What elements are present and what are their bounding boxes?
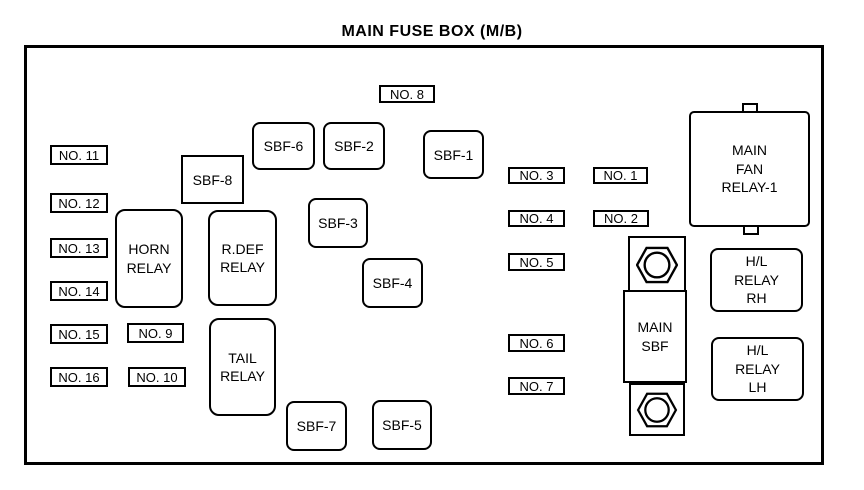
fuse-label-no-10: NO. 10: [128, 367, 186, 387]
fuse-label-no-13: NO. 13: [50, 238, 108, 258]
fuse-label-no-7: NO. 7: [508, 377, 565, 395]
main-sbf-top-terminal: [628, 236, 686, 293]
fuse-label-no-14: NO. 14: [50, 281, 108, 301]
sbf-7-fuse: SBF-7: [286, 401, 347, 451]
fuse-label-no-1: NO. 1: [593, 167, 648, 184]
fuse-label-no-8: NO. 8: [379, 85, 435, 103]
fuse-label-no-3: NO. 3: [508, 167, 565, 184]
fuse-label-no-9: NO. 9: [127, 323, 184, 343]
main-fan-relay-1: MAIN FAN RELAY-1: [689, 111, 810, 227]
sbf-4-fuse: SBF-4: [362, 258, 423, 308]
tail-relay: TAIL RELAY: [209, 318, 276, 416]
main-sbf-bottom-terminal: [629, 383, 685, 436]
fuse-label-no-16: NO. 16: [50, 367, 108, 387]
sbf-3-fuse: SBF-3: [308, 198, 368, 248]
horn-relay: HORN RELAY: [115, 209, 183, 308]
diagram-title: MAIN FUSE BOX (M/B): [341, 23, 523, 40]
fuse-label-no-12: NO. 12: [50, 193, 108, 213]
fuse-label-no-6: NO. 6: [508, 334, 565, 352]
fuse-label-no-5: NO. 5: [508, 253, 565, 271]
sbf-1-fuse: SBF-1: [423, 130, 484, 179]
fuse-label-no-2: NO. 2: [593, 210, 649, 227]
fuse-label-no-15: NO. 15: [50, 324, 108, 344]
hex-nut-icon: [636, 246, 678, 284]
main-sbf: MAIN SBF: [623, 290, 687, 383]
hex-nut-icon: [636, 392, 678, 428]
headlight-relay-rh: H/L RELAY RH: [710, 248, 803, 312]
sbf-8-fuse: SBF-8: [181, 155, 244, 204]
fuse-label-no-11: NO. 11: [50, 145, 108, 165]
headlight-relay-lh: H/L RELAY LH: [711, 337, 804, 401]
sbf-2-fuse: SBF-2: [323, 122, 385, 170]
sbf-5-fuse: SBF-5: [372, 400, 432, 450]
rear-defogger-relay: R.DEF RELAY: [208, 210, 277, 306]
fuse-label-no-4: NO. 4: [508, 210, 565, 227]
sbf-6-fuse: SBF-6: [252, 122, 315, 170]
